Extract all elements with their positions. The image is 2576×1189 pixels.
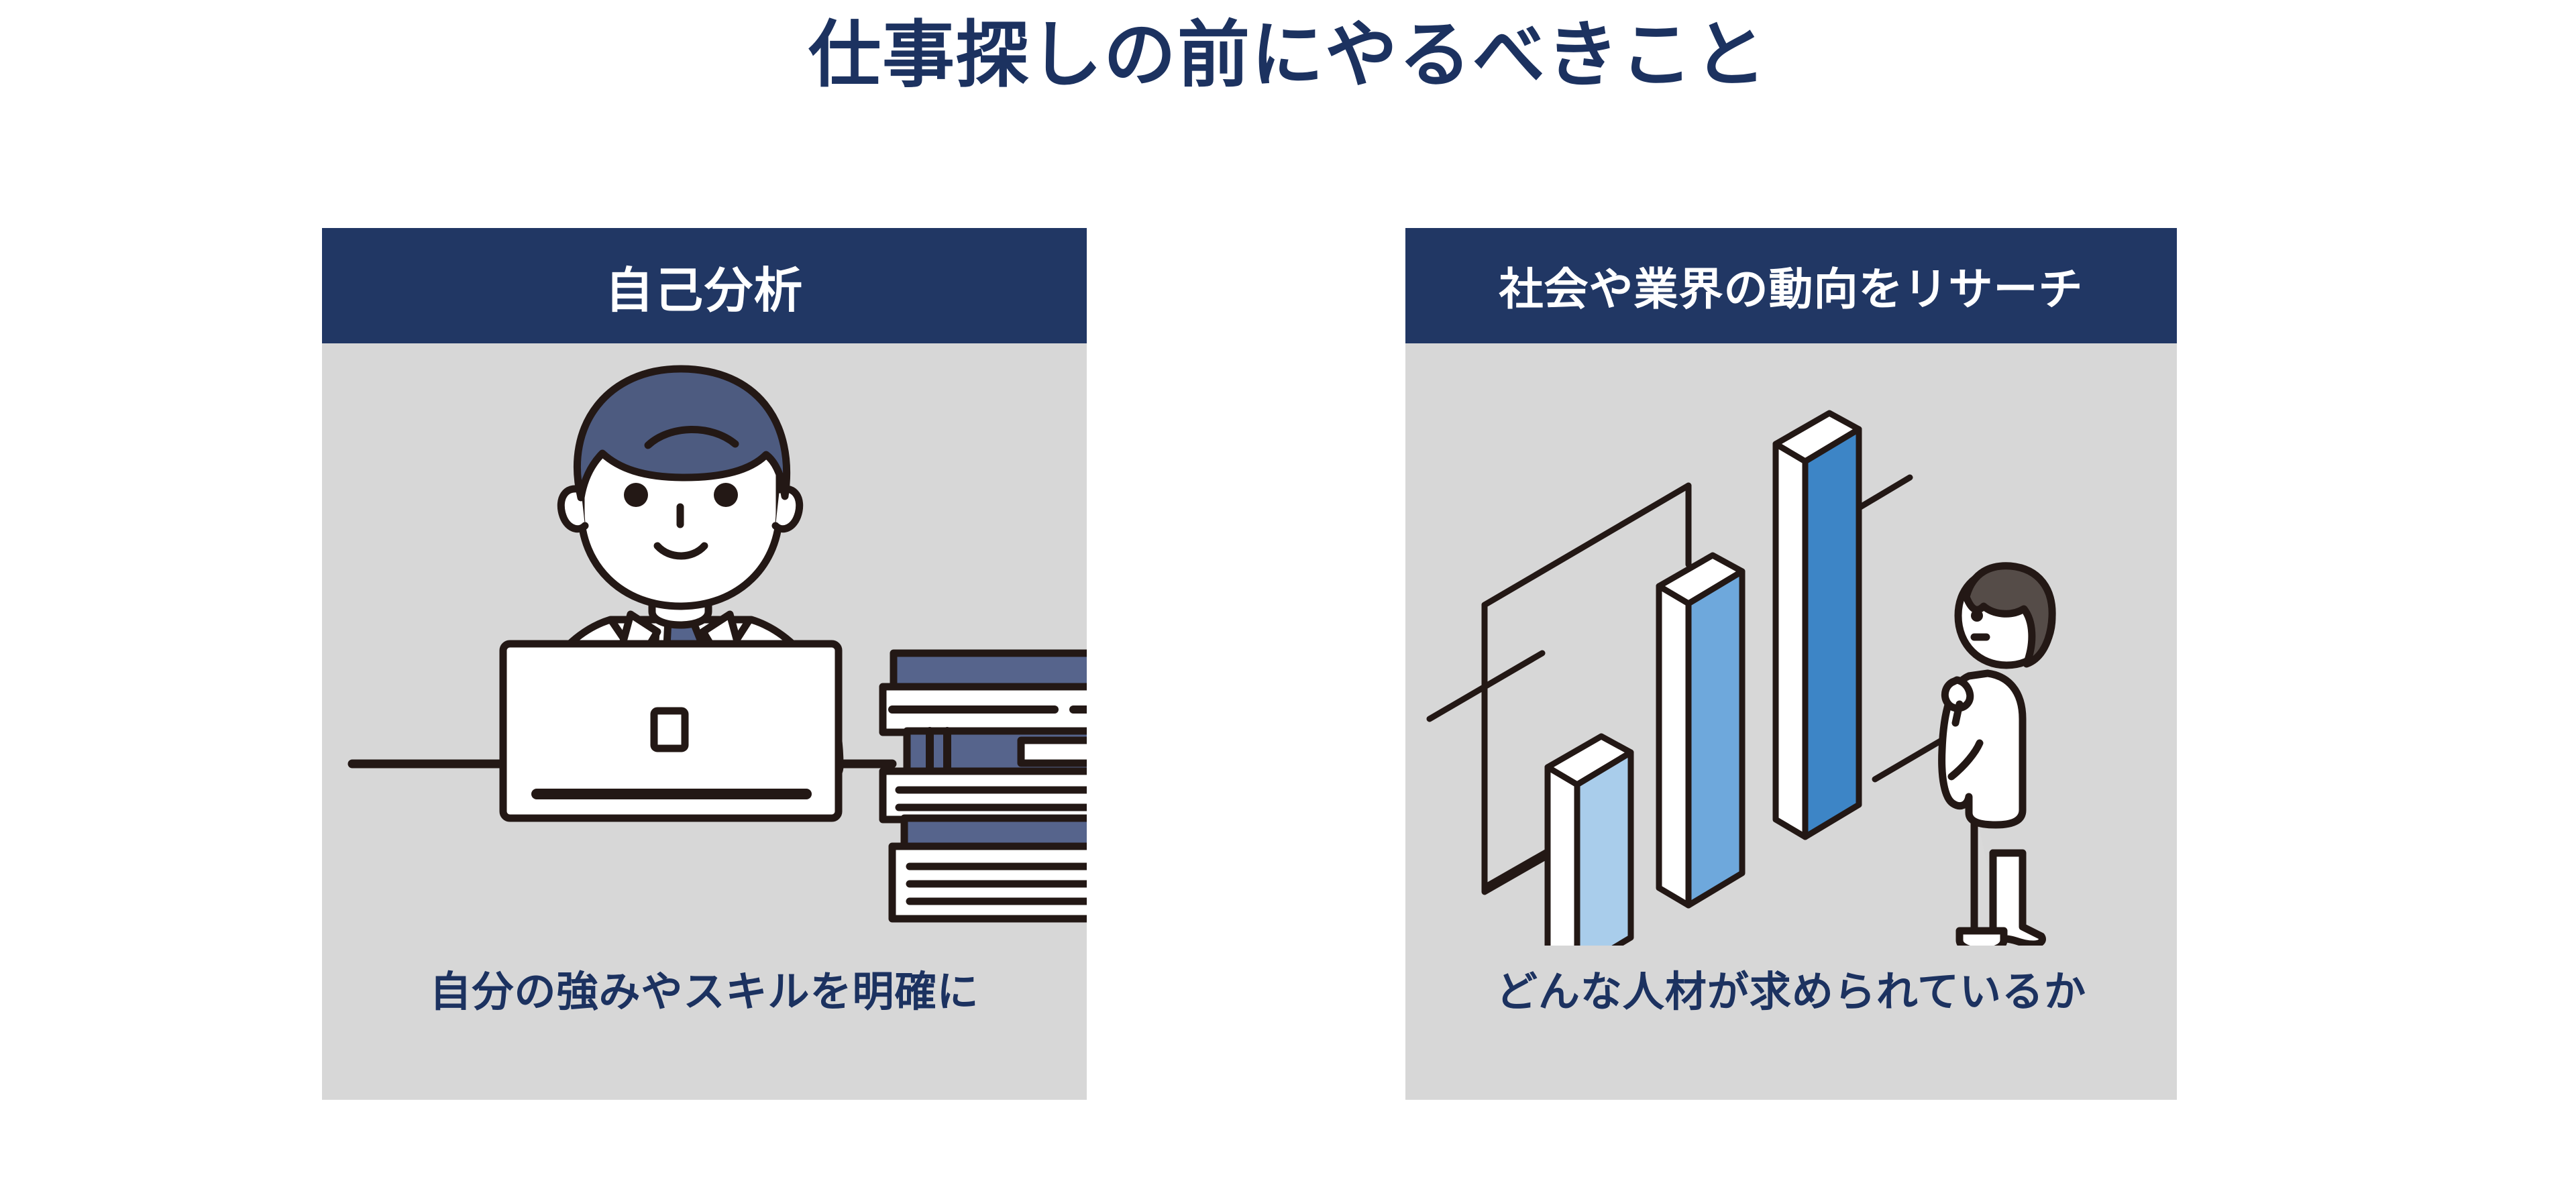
bar-3 bbox=[1772, 410, 1862, 840]
bar-2 bbox=[1656, 552, 1746, 909]
card-caption-industry-research: どんな人材が求められているか bbox=[1495, 969, 2087, 1015]
bar-3-front bbox=[1802, 426, 1862, 840]
card-caption-self-analysis: 自分の強みやスキルを明確に bbox=[429, 969, 979, 1015]
page-title: 仕事探しの前にやるべきこと bbox=[808, 14, 1768, 95]
bar-1-front bbox=[1574, 749, 1634, 946]
shoe-right bbox=[1989, 849, 2046, 946]
arm-bend bbox=[1947, 739, 1984, 781]
card-self-analysis: 自己分析 bbox=[322, 228, 1087, 1100]
card-industry-research: 社会や業界の動向をリサーチ bbox=[1405, 228, 2177, 1100]
observer-person bbox=[1938, 562, 2056, 946]
illustration-isometric-bar-chart bbox=[1405, 343, 2177, 946]
card-header-self-analysis: 自己分析 bbox=[322, 228, 1087, 343]
shoe-left bbox=[1955, 927, 2008, 946]
bar-2-front bbox=[1685, 568, 1746, 909]
bar-chart-illustration-svg bbox=[1426, 410, 2056, 946]
bar-1 bbox=[1544, 733, 1634, 946]
bar-1-side bbox=[1544, 764, 1580, 946]
eye bbox=[1971, 610, 1983, 622]
card-header-industry-research: 社会や業界の動向をリサーチ bbox=[1405, 228, 2177, 343]
eye-right bbox=[714, 483, 738, 507]
person-laptop-illustration-svg bbox=[347, 365, 1087, 923]
illustration-person-at-laptop bbox=[322, 343, 1087, 946]
hair-fringe-line bbox=[644, 426, 739, 449]
bar-2-side bbox=[1656, 583, 1692, 909]
bar-3-side bbox=[1772, 441, 1809, 840]
gridline-1 bbox=[1426, 650, 1546, 722]
book-stack bbox=[879, 649, 1087, 923]
gridline-2 bbox=[1483, 846, 1555, 890]
mouth bbox=[653, 542, 708, 560]
book-3-label bbox=[1017, 736, 1087, 767]
hair bbox=[1962, 562, 2056, 668]
thumb-line bbox=[1951, 700, 1964, 727]
axis-top-frame bbox=[1481, 482, 1692, 608]
ear-right bbox=[771, 485, 804, 532]
book-4-white bbox=[879, 767, 1087, 824]
book-1-navy bbox=[890, 649, 1087, 692]
laptop-logo bbox=[650, 707, 689, 752]
gridline-4 bbox=[1872, 734, 1949, 783]
eye-left bbox=[624, 483, 648, 507]
